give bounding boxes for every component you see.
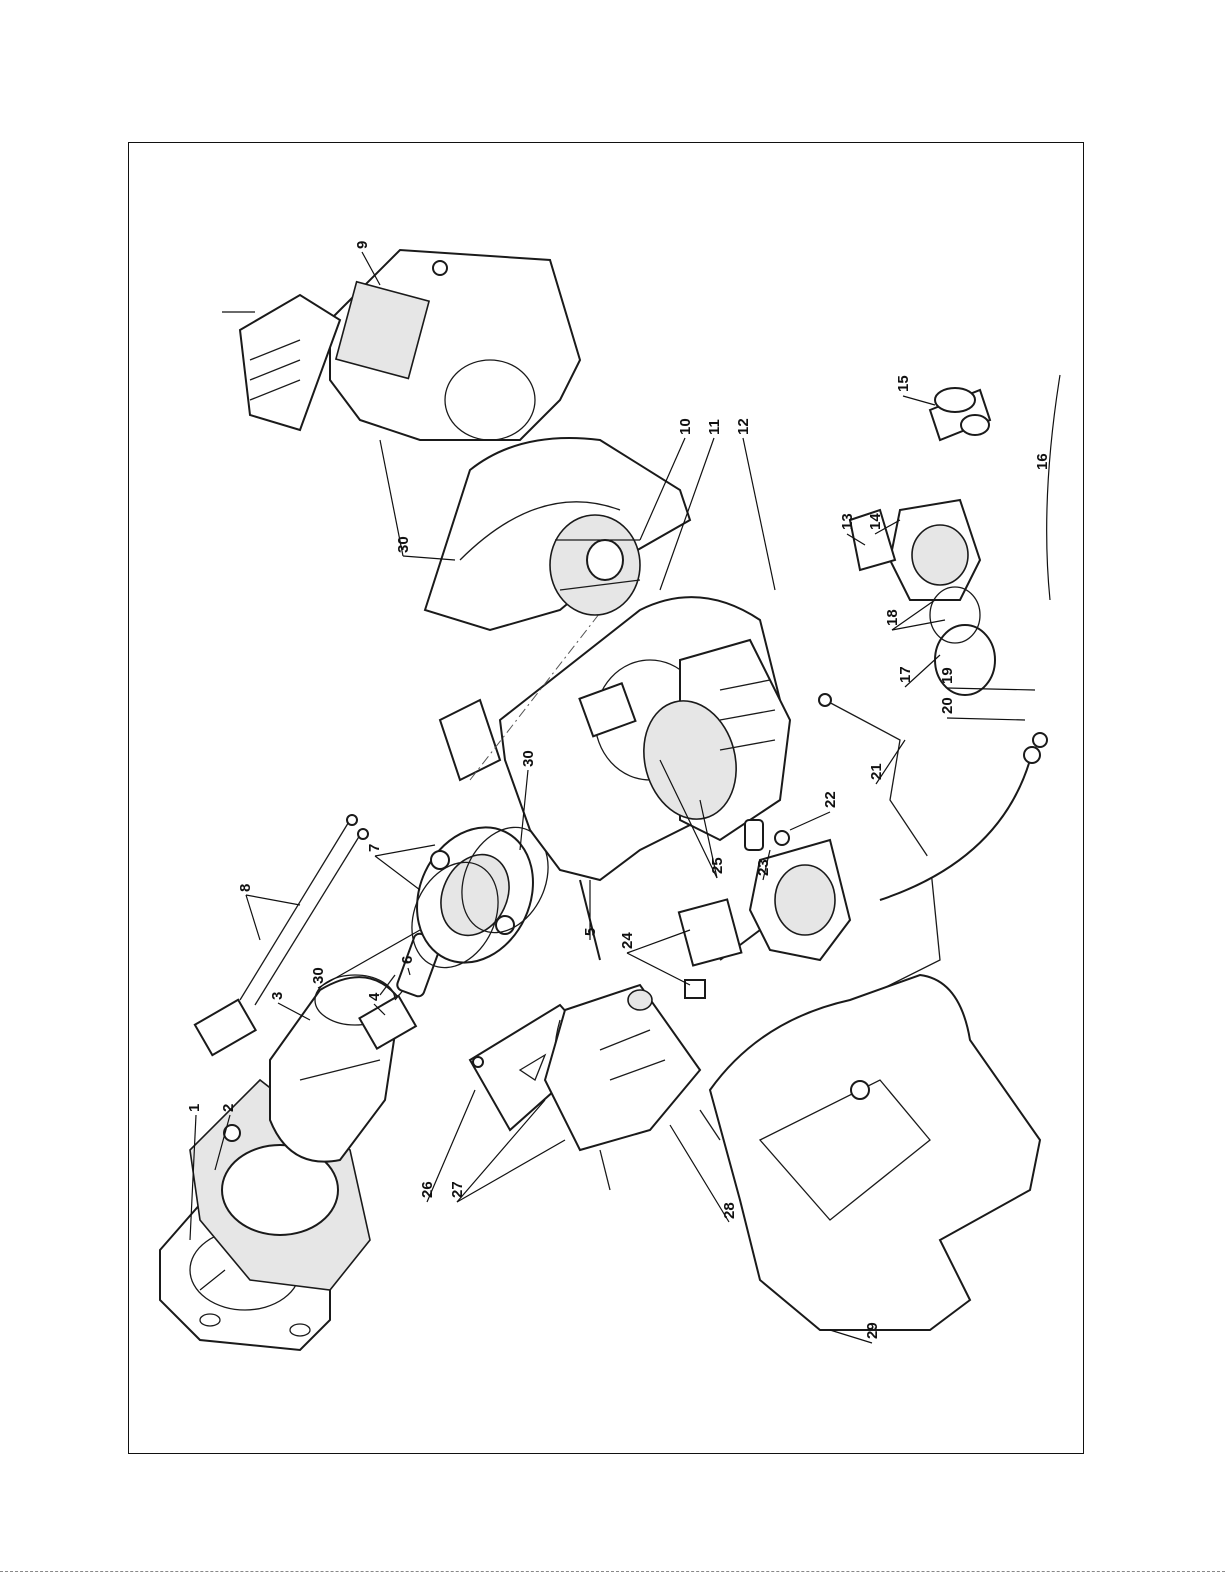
callout-24: 24 [619, 932, 636, 949]
fan-wheel [550, 515, 640, 615]
callout-30-head-top: 30 [520, 750, 537, 767]
callout-21: 21 [868, 763, 885, 780]
callout-23: 23 [755, 859, 772, 876]
air-intake-housing [222, 250, 580, 440]
burner-cover [710, 975, 1040, 1330]
callout-30-blower: 30 [395, 536, 412, 553]
motor-coupling [745, 820, 789, 850]
callout-22: 22 [822, 791, 839, 808]
callout-8: 8 [237, 884, 254, 892]
callout-3: 3 [269, 992, 286, 1000]
callout-2: 2 [220, 1104, 237, 1112]
blast-tube [270, 975, 400, 1162]
callout-14: 14 [867, 513, 884, 530]
callout-6: 6 [399, 956, 416, 964]
callout-10: 10 [677, 418, 694, 435]
callout-30-head-left: 30 [310, 967, 327, 984]
callout-9: 9 [354, 241, 371, 249]
callout-12: 12 [735, 418, 752, 435]
callout-11: 11 [706, 419, 723, 435]
oil-pump-assembly [850, 375, 1060, 695]
oil-pipe [819, 694, 940, 990]
solenoid-coil [679, 899, 742, 998]
callout-16: 16 [1034, 453, 1051, 470]
fan-shell [425, 438, 690, 630]
flexible-hose [880, 733, 1047, 900]
callout-29: 29 [864, 1322, 881, 1339]
callout-7: 7 [366, 844, 383, 852]
callout-13: 13 [839, 513, 856, 530]
callout-1: 1 [186, 1104, 203, 1112]
callout-18: 18 [884, 609, 901, 626]
callout-19: 19 [939, 667, 956, 684]
callout-20: 20 [939, 697, 956, 714]
callout-4: 4 [366, 992, 383, 1001]
callout-28: 28 [721, 1202, 738, 1219]
control-box [545, 985, 720, 1190]
page-bottom-rule [0, 1571, 1225, 1572]
callout-15: 15 [895, 375, 912, 392]
callout-26: 26 [419, 1181, 436, 1198]
callout-27: 27 [449, 1181, 466, 1198]
